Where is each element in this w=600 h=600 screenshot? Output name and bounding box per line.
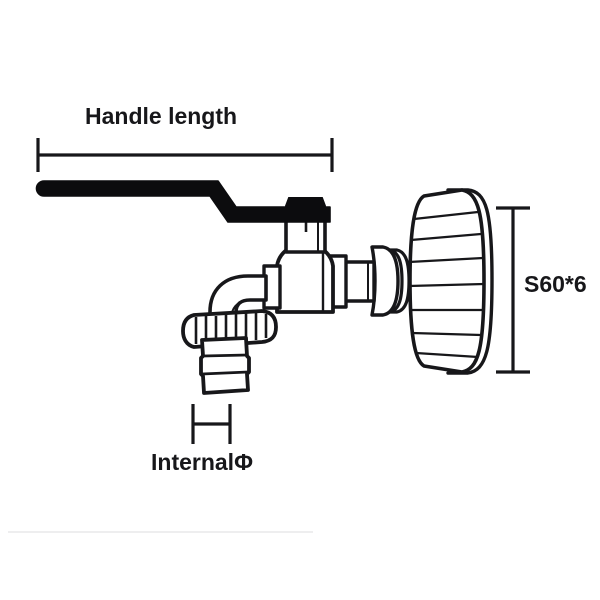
dimension-internal-diameter: InternalΦ (151, 404, 253, 475)
valve-body-barrel (275, 242, 335, 314)
lever-handle-body (35, 180, 331, 223)
hose-barb-step-1 (202, 353, 248, 358)
internal-diameter-label: InternalΦ (151, 449, 253, 475)
thread-size-label: S60*6 (524, 271, 587, 297)
valve-stem (284, 197, 327, 254)
cap-rib-3 (408, 256, 484, 264)
cap-rib-7 (415, 351, 479, 359)
cap-rib-4 (408, 282, 485, 288)
flange-ring (370, 245, 411, 317)
cap-rib-6 (411, 331, 482, 337)
dimension-thread-size: S60*6 (496, 206, 587, 374)
lever-handle (35, 180, 331, 223)
cap-rib-1 (413, 210, 479, 221)
handle-length-label: Handle length (85, 103, 237, 129)
hose-barb-nozzle (199, 336, 251, 395)
flange-ring-body (370, 245, 400, 317)
large-threaded-cap (408, 188, 494, 375)
faucet-assembly (35, 180, 494, 395)
hose-barb-body (199, 336, 251, 395)
cap-rib-2 (410, 232, 482, 242)
hose-barb-step-2 (201, 370, 249, 376)
dimension-handle-length: Handle length (36, 103, 334, 172)
